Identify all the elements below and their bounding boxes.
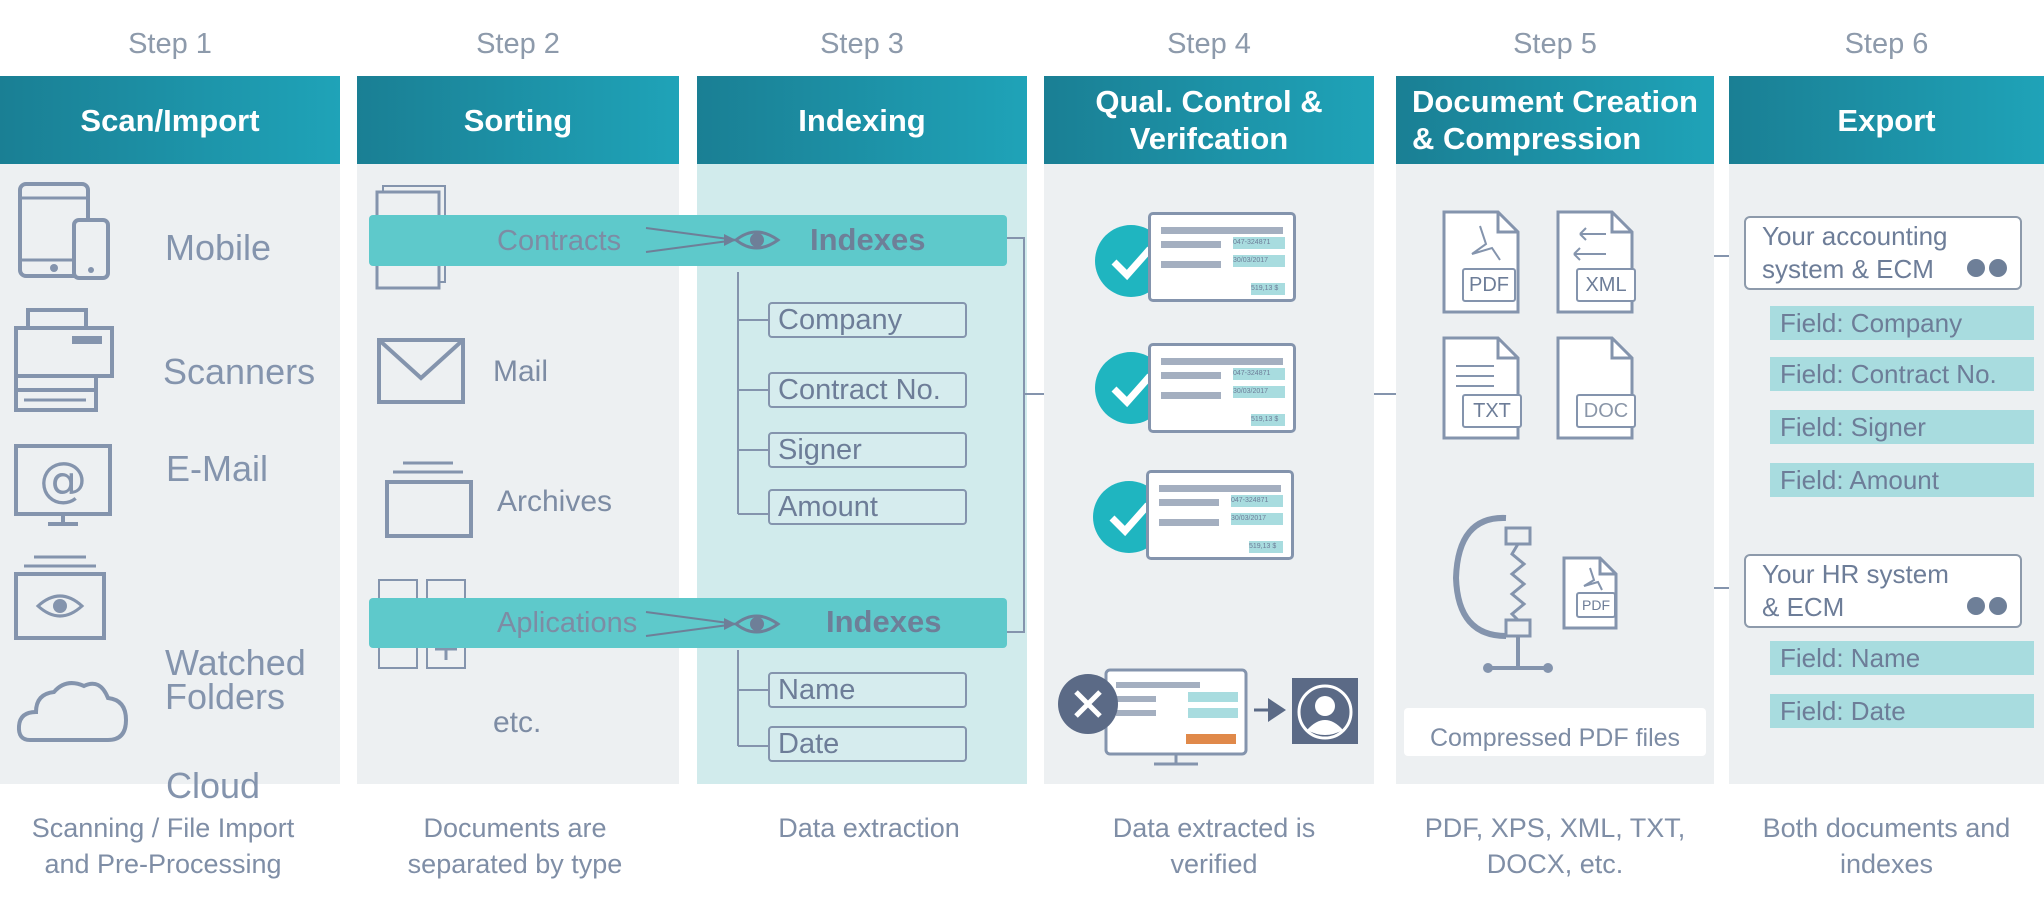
source-watched-folders-label-1: Watched bbox=[165, 642, 306, 683]
cloud-icon bbox=[16, 681, 129, 742]
watched-folder-icon bbox=[14, 555, 106, 640]
index-field-date: Date bbox=[768, 726, 967, 762]
email-icon: @ bbox=[14, 444, 112, 526]
index-field-signer: Signer bbox=[768, 432, 967, 468]
contracts-indexes-label: Indexes bbox=[810, 222, 926, 257]
sorting-mail-label: Mail bbox=[493, 355, 549, 388]
index-field-company: Company bbox=[768, 302, 967, 338]
compressed-pdf-files-label: Compressed PDF files bbox=[1404, 708, 1706, 756]
mail-icon bbox=[377, 338, 465, 404]
doc-line-amount: 519,13 $ bbox=[1249, 541, 1283, 553]
sorting-archives-label: Archives bbox=[497, 485, 613, 518]
txt-file-icon: TXT bbox=[1442, 336, 1532, 440]
doc-line-number: 047-324871 bbox=[1233, 237, 1285, 249]
applications-indexes-label: Indexes bbox=[826, 604, 942, 639]
indexing-column: Indexing bbox=[697, 76, 1027, 784]
document-card: 047-324871 30/03/2017 519,13 $ bbox=[1146, 470, 1294, 560]
doc-line-amount: 519,13 $ bbox=[1251, 283, 1285, 295]
doc-line-number: 047-324871 bbox=[1233, 368, 1285, 380]
compression-clamp-icon bbox=[1452, 514, 1553, 673]
svg-text:@: @ bbox=[39, 452, 87, 508]
step-6-label: Step 6 bbox=[1844, 28, 1929, 60]
sorting-header: Sorting bbox=[357, 76, 679, 164]
step-3-label: Step 3 bbox=[820, 28, 904, 60]
source-scanners-label: Scanners bbox=[163, 351, 316, 392]
applications-index-bar bbox=[369, 598, 1007, 648]
contracts-arrow-eye-icon bbox=[645, 227, 781, 253]
verified-document-3: 047-324871 30/03/2017 519,13 $ bbox=[1092, 470, 1296, 562]
export-field-contract-no: Field: Contract No. bbox=[1770, 357, 2034, 391]
export-field-date: Field: Date bbox=[1770, 694, 2034, 728]
verified-document-2: 047-324871 30/03/2017 519,13 $ bbox=[1094, 343, 1298, 435]
accounting-system-box: Your accounting system & ECM bbox=[1744, 216, 2022, 290]
export-field-signer: Field: Signer bbox=[1770, 410, 2034, 444]
export-field-name: Field: Name bbox=[1770, 641, 2034, 675]
doc-line-date: 30/03/2017 bbox=[1231, 513, 1283, 525]
connection-dots-icon bbox=[1967, 597, 2007, 615]
sorting-column: Sorting Mail Archives etc. bbox=[357, 76, 679, 784]
step-3-caption: Data extraction bbox=[778, 813, 960, 843]
index-field-amount: Amount bbox=[768, 489, 967, 525]
sorting-aplications-label: Aplications bbox=[497, 607, 638, 639]
source-cloud-label: Cloud bbox=[166, 765, 261, 806]
quality-control-header: Qual. Control &Verifcation bbox=[1044, 76, 1374, 164]
doc-file-icon: DOC bbox=[1556, 336, 1646, 440]
doc-line-date: 30/03/2017 bbox=[1233, 386, 1285, 398]
doc-line-amount: 519,13 $ bbox=[1251, 414, 1285, 426]
source-watched-folders-label-2: Folders bbox=[165, 676, 286, 717]
step-4-label: Step 4 bbox=[1167, 28, 1251, 60]
pdf-file-icon: PDF bbox=[1442, 210, 1532, 314]
scan-import-column: Scan/Import Mobile Scanners @ E-Mail Wat… bbox=[0, 76, 340, 804]
mobile-devices-icon bbox=[18, 182, 110, 280]
document-card: 047-324871 30/03/2017 519,13 $ bbox=[1148, 212, 1296, 302]
step-5-caption: PDF, XPS, XML, TXT,DOCX, etc. bbox=[1424, 813, 1686, 879]
doc-line-number: 047-324871 bbox=[1231, 495, 1283, 507]
doc-line-date: 30/03/2017 bbox=[1233, 255, 1285, 267]
rejected-document-icon bbox=[1058, 668, 1286, 766]
sorting-contracts-label: Contracts bbox=[497, 225, 622, 257]
source-mobile-label: Mobile bbox=[165, 227, 272, 268]
hr-system-box: Your HR system & ECM bbox=[1744, 554, 2022, 628]
step-2-label: Step 2 bbox=[476, 28, 560, 60]
document-card: 047-324871 30/03/2017 519,13 $ bbox=[1148, 343, 1296, 433]
verified-document-1: 047-324871 30/03/2017 519,13 $ bbox=[1094, 212, 1298, 304]
document-creation-column: Document Creation& Compression bbox=[1396, 76, 1714, 784]
step-5-label: Step 5 bbox=[1513, 28, 1597, 60]
export-field-company: Field: Company bbox=[1770, 306, 2034, 340]
step-1-label: Step 1 bbox=[128, 28, 212, 60]
index-field-name: Name bbox=[768, 672, 967, 708]
user-avatar-icon bbox=[1292, 678, 1358, 744]
contracts-index-bar bbox=[369, 215, 1007, 266]
index-field-contract-no: Contract No. bbox=[768, 372, 967, 408]
compressed-pdf-icon: PDF bbox=[1562, 556, 1622, 630]
connection-dots-icon bbox=[1967, 259, 2007, 277]
scanner-icon bbox=[14, 308, 114, 412]
sorting-etc-label: etc. bbox=[493, 706, 542, 739]
xml-file-icon: XML bbox=[1556, 210, 1646, 314]
source-email-label: E-Mail bbox=[166, 448, 269, 489]
applications-arrow-eye-icon bbox=[645, 611, 781, 637]
archives-icon bbox=[385, 461, 473, 538]
export-field-amount: Field: Amount bbox=[1770, 463, 2034, 497]
scan-import-header: Scan/Import bbox=[0, 76, 340, 164]
export-header: Export bbox=[1729, 76, 2044, 164]
document-creation-header: Document Creation& Compression bbox=[1396, 76, 1714, 164]
indexing-header: Indexing bbox=[697, 76, 1027, 164]
